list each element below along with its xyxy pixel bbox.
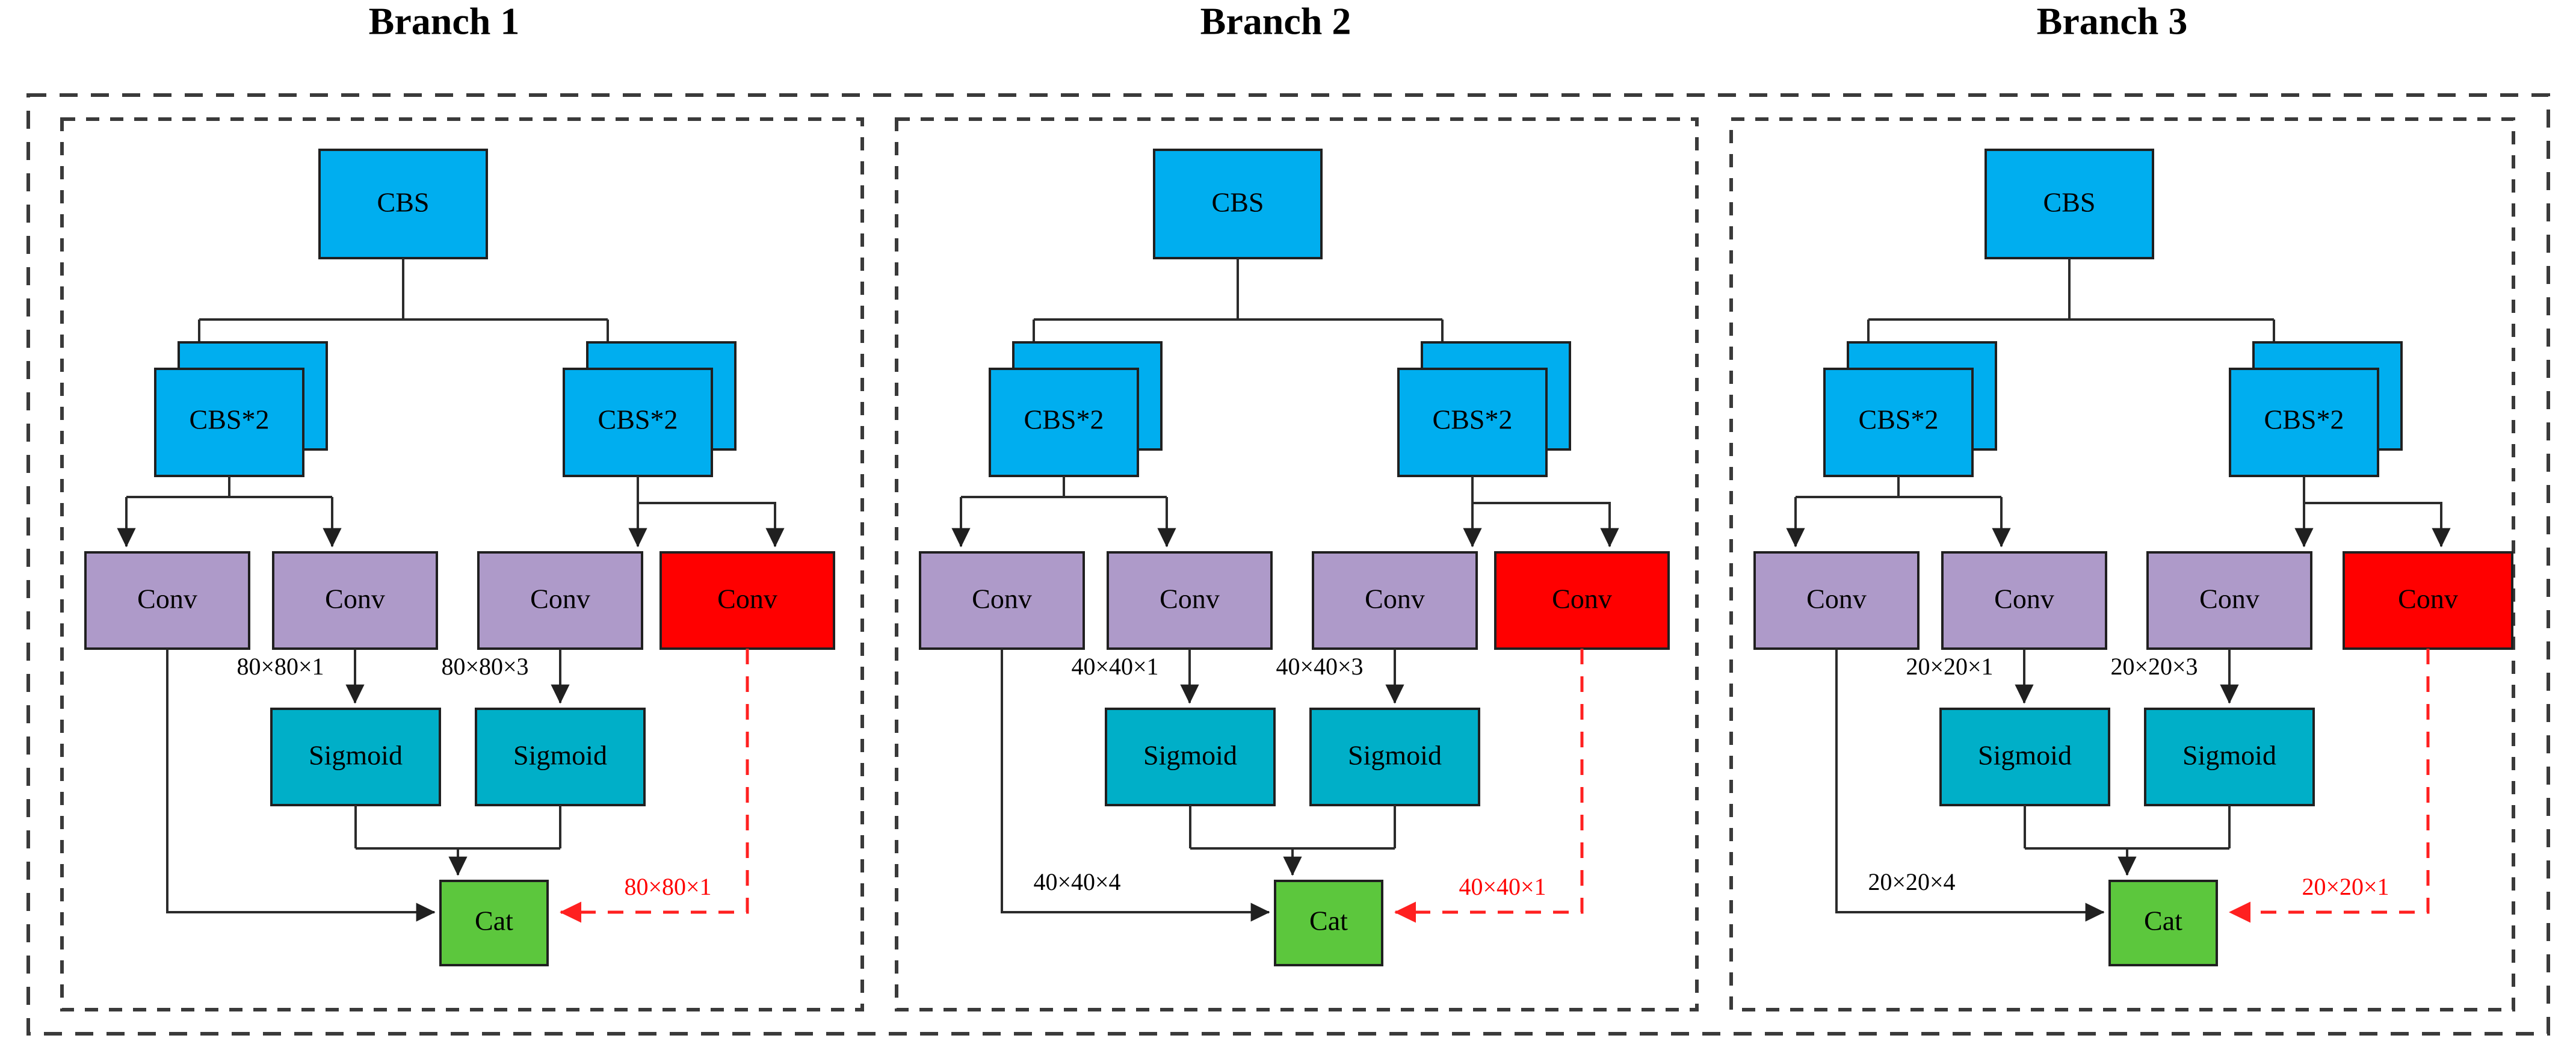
branch-2-cbs-label: CBS <box>1212 187 1264 218</box>
branch-3-red-to-cat-label: 20×20×1 <box>2302 873 2389 900</box>
branch-2-cbs2-right-box[interactable] <box>1397 368 1548 477</box>
branch-2-red-to-cat-line <box>1394 649 1584 923</box>
branch-3-group: CBS CBS*2 CBS*2 Conv Conv Conv Conv 20×2… <box>1729 117 2515 1011</box>
branch-1-conv-1-box[interactable] <box>84 551 250 650</box>
branch-2-sigmoid-left-label: Sigmoid <box>1143 740 1237 771</box>
branch-3-cbs2-left-label: CBS*2 <box>1859 404 1939 435</box>
branch-2-sigmoid-left-box[interactable] <box>1105 708 1276 806</box>
branch-2-skip-to-cat-line <box>1001 649 1270 922</box>
branch-1-sigmoid-left-label: Sigmoid <box>309 740 403 771</box>
branch-1-conv-red-label: Conv <box>717 584 777 614</box>
branch-title-1: Branch 1 <box>369 0 520 43</box>
branch-2-cat-box[interactable] <box>1274 880 1383 966</box>
branch-3-label-conv3-sigmoid: 20×20×3 <box>2110 653 2198 680</box>
branch-2-red-to-cat-label: 40×40×1 <box>1459 873 1546 900</box>
branch-3-conv-red-label: Conv <box>2398 584 2458 614</box>
branch-3-sigmoid-merge-line <box>2024 805 2231 875</box>
branch-2-cat-label: Cat <box>1309 906 1348 936</box>
branch-1-dashed-box <box>60 117 864 1011</box>
outer-dashed-container <box>26 93 2550 1036</box>
branch-1-red-to-cat-line <box>560 649 749 923</box>
branch-3-cbs-box[interactable] <box>1985 149 2154 259</box>
branch-2-conv-3-label: Conv <box>1365 584 1425 614</box>
branch-1-label-conv3-sigmoid: 80×80×3 <box>441 653 528 680</box>
branch-2-group: CBS CBS*2 CBS*2 Conv Conv Conv Conv 40×4… <box>895 117 1699 1011</box>
branch-2-left-split-line <box>961 476 1167 498</box>
branch-1-cat-label: Cat <box>475 906 513 936</box>
branch-3-red-to-cat-line <box>2229 649 2430 923</box>
branch-2-label-conv3-sigmoid: 40×40×3 <box>1276 653 1363 680</box>
branch-title-2: Branch 2 <box>1200 0 1351 43</box>
branch-3-conv-1-box[interactable] <box>1753 551 1920 650</box>
branch-title-3: Branch 3 <box>2037 0 2188 43</box>
branch-1-sigmoid-right-label: Sigmoid <box>513 740 607 771</box>
branch-3-arrow-to-conv-red <box>2304 502 2451 548</box>
branch-3-conv-1-label: Conv <box>1806 584 1867 614</box>
branch-2-cbs2-right-label: CBS*2 <box>1433 404 1513 435</box>
branch-3-cbs-label: CBS <box>2043 187 2096 218</box>
branch-1-cbs-split-line <box>198 258 608 345</box>
branch-3-cat-box[interactable] <box>2108 880 2218 966</box>
branch-1-cbs2-left-label: CBS*2 <box>190 404 270 435</box>
branch-1-sigmoid-right-box[interactable] <box>475 708 646 806</box>
branch-2-cbs2-left-box[interactable] <box>989 368 1139 477</box>
branch-1-cbs2-left-box[interactable] <box>154 368 304 477</box>
branch-3-sigmoid-right-label: Sigmoid <box>2182 740 2276 771</box>
branch-2-skip-to-cat-label: 40×40×4 <box>1033 868 1120 895</box>
branch-3-cbs2-right-box[interactable] <box>2229 368 2379 477</box>
branch-2-dashed-box <box>895 117 1699 1011</box>
branch-3-label-conv2-sigmoid: 20×20×1 <box>1906 653 1993 680</box>
branch-2-cbs2-left-label: CBS*2 <box>1024 404 1104 435</box>
branch-1-label-conv2-sigmoid: 80×80×1 <box>236 653 324 680</box>
branch-1-cbs-label: CBS <box>377 187 430 218</box>
branch-2-conv-2-box[interactable] <box>1107 551 1273 650</box>
branch-1-group: CBS CBS*2 CBS*2 Conv Conv Conv Conv <box>60 117 864 1011</box>
branch-2-arrow-to-conv-red <box>1472 502 1619 548</box>
branch-3-left-split-line <box>1796 476 2001 498</box>
branch-3-skip-to-cat-line <box>1835 649 2105 922</box>
branch-3-conv-3-box[interactable] <box>2146 551 2312 650</box>
branch-1-conv-3-label: Conv <box>530 584 590 614</box>
branch-1-cat-box[interactable] <box>439 880 549 966</box>
branch-1-arrow-to-conv-red <box>638 502 785 548</box>
branch-3-cbs-split-line <box>1867 258 2274 345</box>
branch-2-cbs-box[interactable] <box>1153 149 1323 259</box>
branch-2-conv-1-label: Conv <box>972 584 1032 614</box>
branch-3-cbs2-right-label: CBS*2 <box>2264 404 2344 435</box>
branch-3-conv-2-label: Conv <box>1994 584 2054 614</box>
branch-2-sigmoid-merge-line <box>1189 805 1396 875</box>
branch-3-cat-label: Cat <box>2144 906 2182 936</box>
branch-2-sigmoid-right-label: Sigmoid <box>1348 740 1442 771</box>
branch-1-left-split-line <box>126 476 332 498</box>
branch-3-conv-3-label: Conv <box>2199 584 2259 614</box>
branch-2-conv-red-label: Conv <box>1552 584 1612 614</box>
branch-1-conv-2-label: Conv <box>325 584 385 614</box>
branch-1-red-to-cat-label: 80×80×1 <box>624 873 711 900</box>
branch-2-label-conv2-sigmoid: 40×40×1 <box>1071 653 1158 680</box>
branch-3-sigmoid-left-label: Sigmoid <box>1978 740 2072 771</box>
branch-1-skip-to-cat-line <box>166 649 436 922</box>
branch-1-sigmoid-left-box[interactable] <box>270 708 441 806</box>
branch-3-sigmoid-left-box[interactable] <box>1939 708 2110 806</box>
branch-2-conv-red-box[interactable] <box>1494 551 1670 650</box>
branch-2-cbs-split-line <box>1033 258 1442 345</box>
branch-3-cbs2-left-box[interactable] <box>1823 368 1974 477</box>
branch-1-conv-1-label: Conv <box>137 584 197 614</box>
branch-3-skip-to-cat-label: 20×20×4 <box>1868 868 1955 895</box>
branch-1-sigmoid-merge-line <box>354 805 561 875</box>
branch-1-cbs2-right-label: CBS*2 <box>598 404 678 435</box>
branch-1-cbs2-right-box[interactable] <box>563 368 713 477</box>
branch-2-sigmoid-right-box[interactable] <box>1309 708 1480 806</box>
branch-2-conv-2-label: Conv <box>1160 584 1220 614</box>
